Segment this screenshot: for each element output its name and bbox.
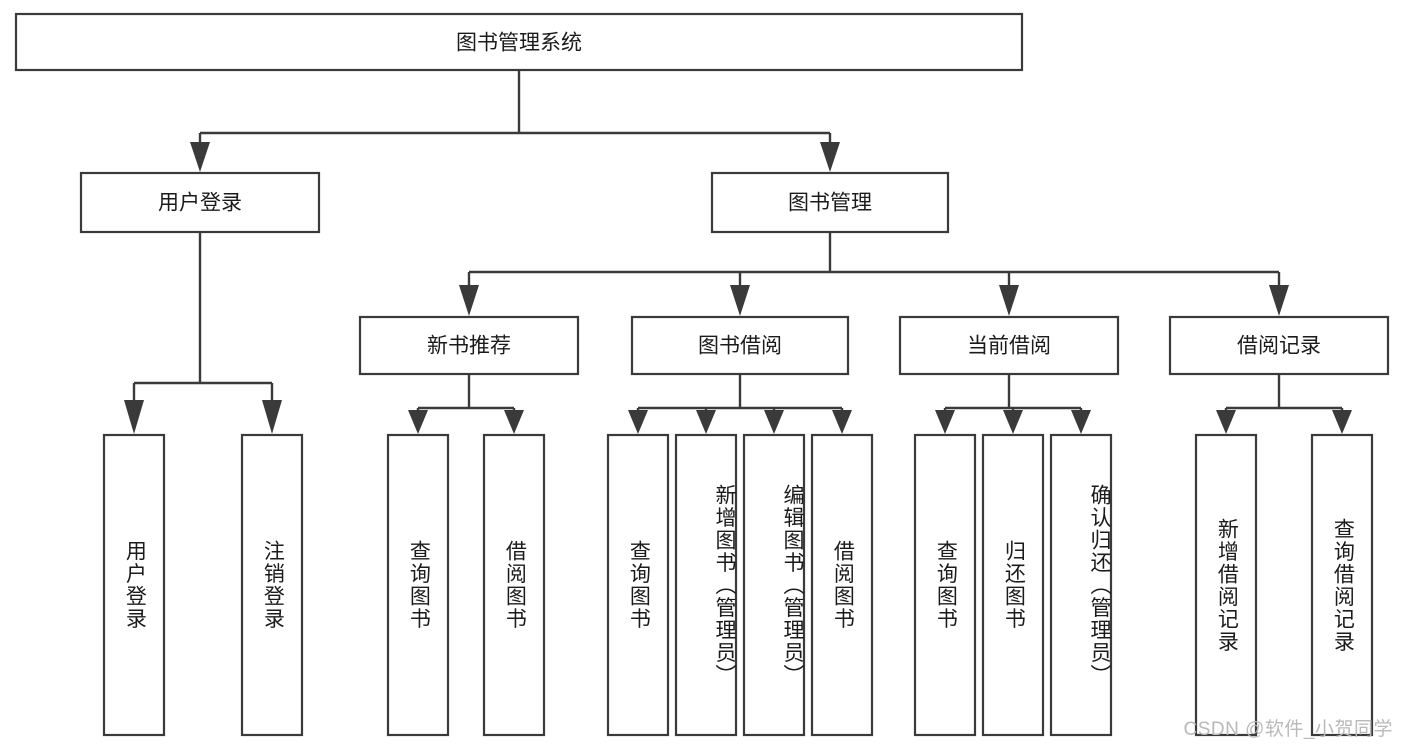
arrow-head-currentborrow-leaf-1 [935,410,955,434]
node-book-management-box[interactable] [710,171,950,234]
arrow-head-current-borrow [999,285,1019,316]
leaf-box-return-book[interactable] [981,433,1045,737]
node-user-login-box[interactable] [79,171,321,234]
arrow-head-book-borrow [730,285,750,316]
leaf-box-user-login[interactable] [102,433,166,737]
leaf-box-query-borrow-rec[interactable] [1310,433,1374,737]
node-borrow-record-box[interactable] [1168,315,1390,376]
arrow-head-leaf-user-login [124,400,144,434]
node-current-borrow-label: 当前借阅 [967,335,1051,358]
arrow-head-bookborrow-leaf-4 [832,410,852,434]
leaf-box-query-book-brw[interactable] [606,433,670,737]
node-user-login[interactable]: 用户登录 [79,171,321,234]
arrow-head-book-mgmt [820,142,840,172]
node-new-book-recommend-box[interactable] [358,315,580,376]
leaf-box-add-borrow-record[interactable] [1194,433,1258,737]
node-book-borrow-label: 图书借阅 [698,335,782,358]
connector-layer [124,70,1352,434]
node-book-borrow[interactable]: 图书借阅 [630,315,850,376]
node-root-box[interactable] [14,12,1024,72]
leaf-box-confirm-return[interactable] [1049,433,1113,737]
node-current-borrow[interactable]: 当前借阅 [898,315,1120,376]
csdn-watermark: CSDN @软件_小贺同学 [1183,719,1393,740]
arrow-head-currentborrow-leaf-2 [1003,410,1023,434]
node-new-book-recommend-label: 新书推荐 [427,335,511,358]
arrow-head-bookborrow-leaf-3 [764,410,784,434]
leaf-box-layer [102,433,1374,737]
arrow-head-newbook-leaf-1 [408,410,428,434]
node-book-borrow-box[interactable] [630,315,850,376]
node-book-management-label: 图书管理 [788,192,872,215]
arrow-head-bookborrow-leaf-1 [628,410,648,434]
leaf-box-borrow-book-rec[interactable] [482,433,546,737]
arrow-head-bookborrow-leaf-2 [696,410,716,434]
leaf-box-add-book-admin[interactable] [674,433,738,737]
leaf-box-query-book-rec[interactable] [386,433,450,737]
arrow-head-new-book-rec [459,285,479,316]
arrow-head-borrowrecord-leaf-2 [1332,410,1352,434]
leaf-box-logout[interactable] [240,433,304,737]
arrow-head-leaf-logout [262,400,282,434]
node-borrow-record[interactable]: 借阅记录 [1168,315,1390,376]
leaf-box-edit-book-admin[interactable] [742,433,806,737]
arrow-head-user-login [190,142,210,172]
arrow-head-newbook-leaf-2 [504,410,524,434]
node-root[interactable]: 图书管理系统 [14,12,1024,72]
node-book-management[interactable]: 图书管理 [710,171,950,234]
arrow-head-currentborrow-leaf-3 [1071,410,1091,434]
arrow-head-borrow-record [1269,285,1289,316]
leaf-box-query-book-cur[interactable] [913,433,977,737]
node-root-label: 图书管理系统 [456,32,582,55]
arrow-head-borrowrecord-leaf-1 [1216,410,1236,434]
node-borrow-record-label: 借阅记录 [1237,335,1321,358]
node-user-login-label: 用户登录 [158,192,242,215]
leaf-box-borrow-book-brw[interactable] [810,433,874,737]
node-new-book-recommend[interactable]: 新书推荐 [358,315,580,376]
node-current-borrow-box[interactable] [898,315,1120,376]
